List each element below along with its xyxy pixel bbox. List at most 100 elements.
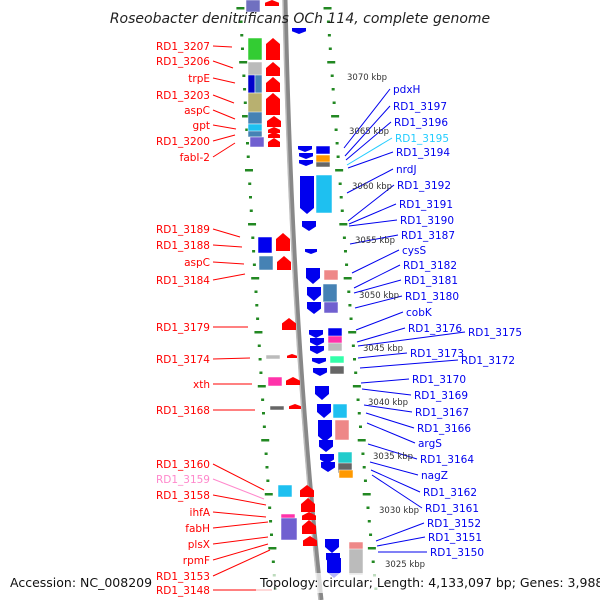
- gene-box[interactable]: [338, 469, 354, 479]
- gene-arrow-forward[interactable]: [303, 536, 317, 546]
- gene-label-rd1_3167[interactable]: RD1_3167: [415, 407, 469, 419]
- gene-arrow-forward[interactable]: [282, 318, 296, 330]
- gene-label-rd1_3164[interactable]: RD1_3164: [420, 454, 474, 466]
- gene-arrow-reverse[interactable]: [321, 462, 335, 472]
- gene-label-aspc[interactable]: aspC: [184, 105, 210, 117]
- gene-label-rd1_3173[interactable]: RD1_3173: [410, 348, 464, 360]
- gene-label-xth[interactable]: xth: [193, 379, 210, 391]
- gene-label-rd1_3200[interactable]: RD1_3200: [156, 136, 210, 148]
- gene-label-rd1_3181[interactable]: RD1_3181: [404, 275, 458, 287]
- gene-box[interactable]: [249, 136, 265, 148]
- gene-label-rd1_3197[interactable]: RD1_3197: [393, 101, 447, 113]
- gene-label-rd1_3148[interactable]: RD1_3148: [156, 585, 210, 597]
- gene-box[interactable]: [247, 130, 263, 138]
- gene-label-aspc[interactable]: aspC: [184, 257, 210, 269]
- gene-label-rd1_3189[interactable]: RD1_3189: [156, 224, 210, 236]
- gene-arrow-forward[interactable]: [302, 512, 316, 520]
- gene-arrow-forward[interactable]: [301, 498, 315, 512]
- gene-arrow-reverse[interactable]: [306, 268, 320, 284]
- gene-box[interactable]: [280, 517, 298, 541]
- gene-arrow-forward[interactable]: [286, 377, 300, 385]
- gene-label-fabi-2[interactable]: fabI-2: [180, 152, 210, 164]
- gene-box[interactable]: [247, 92, 263, 114]
- gene-arrow-reverse[interactable]: [307, 287, 321, 301]
- gene-label-rd1_3195[interactable]: RD1_3195: [395, 133, 449, 145]
- gene-label-rd1_3153[interactable]: RD1_3153: [156, 571, 210, 583]
- gene-label-rd1_3182[interactable]: RD1_3182: [403, 260, 457, 272]
- gene-label-rd1_3151[interactable]: RD1_3151: [428, 532, 482, 544]
- gene-label-rd1_3188[interactable]: RD1_3188: [156, 240, 210, 252]
- gene-box[interactable]: [323, 301, 339, 314]
- gene-box[interactable]: [334, 419, 350, 441]
- gene-arrow-reverse[interactable]: [312, 358, 326, 364]
- gene-label-rd1_3159[interactable]: RD1_3159: [156, 474, 210, 486]
- gene-label-rd1_3184[interactable]: RD1_3184: [156, 275, 210, 287]
- gene-arrow-forward[interactable]: [268, 138, 280, 147]
- gene-label-ihfa[interactable]: ihfA: [190, 507, 211, 519]
- gene-arrow-reverse[interactable]: [299, 153, 313, 159]
- gene-arrow-forward[interactable]: [276, 233, 290, 251]
- gene-arrow-reverse[interactable]: [325, 539, 339, 553]
- gene-label-rd1_3160[interactable]: RD1_3160: [156, 459, 210, 471]
- gene-arrow-forward[interactable]: [266, 93, 280, 115]
- gene-arrow-forward[interactable]: [265, 0, 279, 6]
- gene-box[interactable]: [323, 269, 339, 281]
- gene-arrow-forward[interactable]: [268, 132, 280, 138]
- gene-arrow-forward[interactable]: [268, 127, 280, 133]
- gene-label-args[interactable]: argS: [418, 438, 442, 450]
- gene-label-rd1_3158[interactable]: RD1_3158: [156, 490, 210, 502]
- gene-label-rd1_3162[interactable]: RD1_3162: [423, 487, 477, 499]
- gene-box[interactable]: [329, 355, 345, 364]
- gene-label-rd1_3152[interactable]: RD1_3152: [427, 518, 481, 530]
- gene-arrow-reverse[interactable]: [299, 160, 313, 166]
- gene-arrow-forward[interactable]: [289, 404, 301, 409]
- gene-box[interactable]: [247, 74, 256, 94]
- gene-arrow-forward[interactable]: [302, 520, 316, 534]
- gene-label-rd1_3192[interactable]: RD1_3192: [397, 180, 451, 192]
- gene-label-rd1_3207[interactable]: RD1_3207: [156, 41, 210, 53]
- gene-label-nrdj[interactable]: nrdJ: [396, 164, 417, 176]
- gene-box[interactable]: [265, 354, 281, 360]
- gene-arrow-forward[interactable]: [277, 256, 291, 270]
- gene-box[interactable]: [322, 283, 338, 303]
- gene-arrow-reverse[interactable]: [310, 346, 324, 354]
- gene-label-rd1_3196[interactable]: RD1_3196: [394, 117, 448, 129]
- gene-label-gpt[interactable]: gpt: [193, 120, 210, 132]
- gene-arrow-reverse[interactable]: [310, 338, 324, 346]
- gene-box[interactable]: [315, 174, 333, 214]
- gene-label-trpe[interactable]: trpE: [188, 73, 210, 85]
- gene-box[interactable]: [277, 484, 293, 498]
- gene-arrow-forward[interactable]: [266, 38, 280, 60]
- gene-arrow-forward[interactable]: [300, 485, 314, 497]
- gene-arrow-reverse[interactable]: [319, 440, 333, 452]
- gene-arrow-reverse[interactable]: [309, 330, 323, 338]
- gene-arrow-forward[interactable]: [266, 77, 280, 92]
- gene-box[interactable]: [329, 365, 345, 375]
- gene-label-rd1_3174[interactable]: RD1_3174: [156, 354, 210, 366]
- gene-label-rd1_3176[interactable]: RD1_3176: [408, 323, 462, 335]
- gene-label-rd1_3161[interactable]: RD1_3161: [425, 503, 479, 515]
- gene-box[interactable]: [269, 405, 285, 411]
- gene-label-rd1_3187[interactable]: RD1_3187: [401, 230, 455, 242]
- gene-label-rd1_3169[interactable]: RD1_3169: [414, 390, 468, 402]
- gene-box[interactable]: [327, 342, 343, 352]
- gene-label-rd1_3190[interactable]: RD1_3190: [400, 215, 454, 227]
- gene-label-rd1_3203[interactable]: RD1_3203: [156, 90, 210, 102]
- gene-label-rd1_3180[interactable]: RD1_3180: [405, 291, 459, 303]
- gene-box[interactable]: [332, 403, 348, 419]
- gene-label-rd1_3179[interactable]: RD1_3179: [156, 322, 210, 334]
- gene-label-pdxh[interactable]: pdxH: [393, 84, 420, 96]
- gene-label-rd1_3206[interactable]: RD1_3206: [156, 56, 210, 68]
- gene-label-rd1_3172[interactable]: RD1_3172: [461, 355, 515, 367]
- gene-label-rpmf[interactable]: rpmF: [183, 555, 210, 567]
- gene-arrow-reverse[interactable]: [300, 176, 314, 214]
- gene-arrow-forward[interactable]: [287, 354, 297, 358]
- gene-box[interactable]: [315, 161, 331, 168]
- gene-label-rd1_3166[interactable]: RD1_3166: [417, 423, 471, 435]
- gene-box[interactable]: [247, 37, 263, 61]
- gene-label-rd1_3191[interactable]: RD1_3191: [399, 199, 453, 211]
- gene-label-rd1_3194[interactable]: RD1_3194: [396, 147, 450, 159]
- gene-box[interactable]: [315, 145, 331, 155]
- gene-arrow-forward[interactable]: [267, 116, 281, 127]
